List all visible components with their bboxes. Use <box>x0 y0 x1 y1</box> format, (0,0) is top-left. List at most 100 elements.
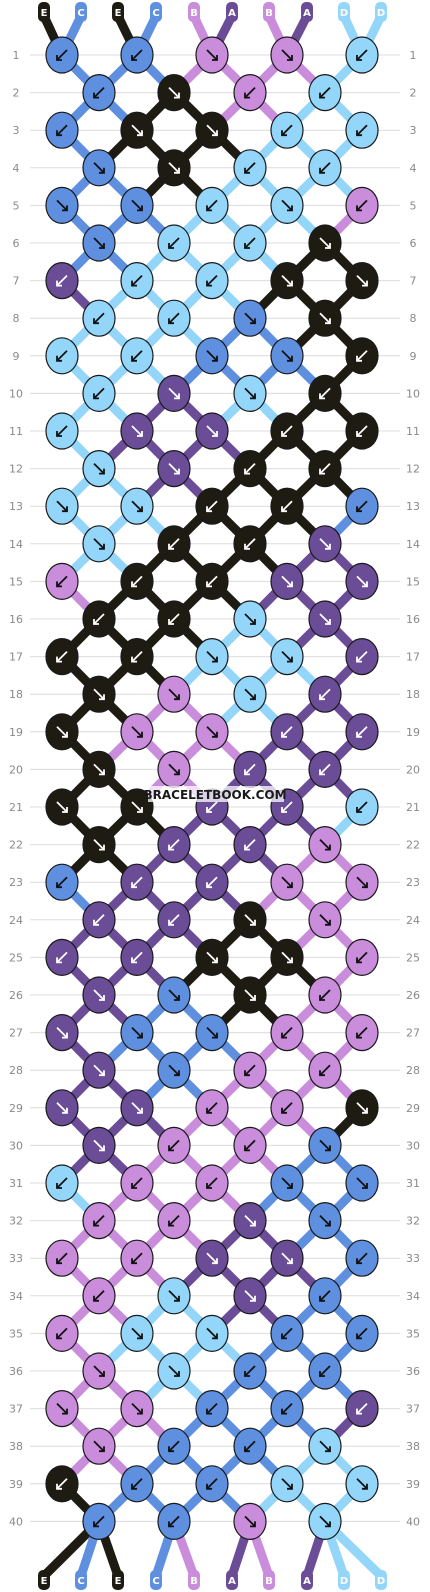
arrow-head-icon <box>362 1183 368 1189</box>
arrow-icon <box>168 1440 180 1452</box>
arrow-icon <box>244 162 256 174</box>
row-number: 34 <box>9 1290 23 1303</box>
arrow-head-icon <box>206 807 212 813</box>
knot <box>345 562 379 601</box>
knot <box>195 262 229 300</box>
arrow-icon <box>244 838 256 851</box>
arrow-icon <box>131 1252 143 1264</box>
row-number: 13 <box>406 500 420 513</box>
arrow-head-icon <box>174 393 180 400</box>
row-number: 29 <box>406 1102 420 1115</box>
knot <box>345 1314 379 1353</box>
row-number: 13 <box>9 500 23 513</box>
arrow-icon <box>281 726 293 738</box>
knot <box>157 1126 191 1165</box>
arrow-icon <box>56 1026 68 1039</box>
arrow-head-icon <box>356 807 362 813</box>
knot <box>270 1164 304 1202</box>
arrow-head-icon <box>174 694 180 701</box>
knot <box>345 262 379 300</box>
knot <box>270 863 304 901</box>
knot <box>270 186 304 224</box>
strand-label-top: A <box>228 8 236 19</box>
knot <box>233 901 267 939</box>
arrow-head-icon <box>137 731 143 738</box>
strand-label-bottom: E <box>41 1576 48 1587</box>
arrow-head-icon <box>212 731 218 738</box>
knot <box>270 262 304 300</box>
arrow-icon <box>93 462 105 475</box>
knot <box>195 863 229 901</box>
knot <box>45 337 79 375</box>
watermark-text: BRACELETBOOK.COM <box>143 788 286 802</box>
arrow-head-icon <box>281 431 287 437</box>
arrow-head-icon <box>325 619 331 625</box>
arrow-head-icon <box>212 656 218 663</box>
row-number: 26 <box>406 989 420 1002</box>
arrow-head-icon <box>356 431 362 437</box>
arrow-head-icon <box>356 731 362 738</box>
row-number: 10 <box>406 387 420 400</box>
arrow-head-icon <box>250 995 256 1001</box>
row-number: 23 <box>406 876 420 889</box>
arrow-head-icon <box>250 393 256 400</box>
row-number: 11 <box>9 425 23 438</box>
arrow-head-icon <box>137 431 143 437</box>
arrow-icon <box>56 49 68 61</box>
row-number: 10 <box>9 387 23 400</box>
row-numbers-right: 1234567891011121314151617181920212223242… <box>406 49 420 1528</box>
arrow-icon <box>356 274 368 287</box>
knot <box>120 262 154 300</box>
strand-label-bottom: C <box>152 1576 159 1587</box>
arrow-icon <box>281 425 293 437</box>
arrow-icon <box>319 1064 331 1076</box>
arrow-head-icon <box>319 1371 325 1377</box>
knot <box>45 1239 79 1277</box>
arrow-icon <box>244 1139 256 1152</box>
knot <box>308 1427 342 1465</box>
strand-label-top-tab <box>338 2 350 22</box>
row-number: 25 <box>9 951 23 964</box>
arrow-icon <box>93 688 105 700</box>
arrow-icon <box>168 613 180 625</box>
arrow-head-icon <box>93 318 99 325</box>
knot <box>82 1352 116 1390</box>
arrow-icon <box>168 1365 180 1377</box>
arrow-head-icon <box>174 468 180 475</box>
arrow-head-icon <box>131 1483 137 1490</box>
row-number: 9 <box>410 350 417 363</box>
arrow-head-icon <box>356 355 362 362</box>
arrow-icon <box>244 312 256 324</box>
strand-label-bottom-tab <box>226 1570 238 1590</box>
arrow-head-icon <box>362 1107 368 1114</box>
strand-label-bottom-tab <box>188 1570 200 1590</box>
arrow-icon <box>281 1177 293 1189</box>
arrow-icon <box>168 763 180 776</box>
knot <box>233 1427 267 1465</box>
knot <box>82 1126 116 1165</box>
arrow-icon <box>168 162 180 174</box>
arrow-head-icon <box>244 1070 250 1077</box>
arrow-head-icon <box>99 1070 105 1077</box>
arrow-head-icon <box>281 1333 287 1340</box>
arrow-head-icon <box>244 167 250 174</box>
arrow-head-icon <box>131 280 137 287</box>
arrow-head-icon <box>56 656 62 663</box>
arrow-head-icon <box>244 92 250 99</box>
arrow-head-icon <box>131 656 137 663</box>
knot <box>120 788 154 826</box>
knot <box>82 750 116 789</box>
arrow-icon <box>319 613 331 625</box>
arrow-icon <box>319 989 331 1001</box>
row-number: 1 <box>410 49 417 62</box>
arrow-icon <box>319 1290 331 1302</box>
arrow-icon <box>281 1402 293 1415</box>
arrow-icon <box>319 1139 331 1152</box>
arrow-head-icon <box>174 92 180 99</box>
row-number: 4 <box>13 162 20 175</box>
arrow-icon <box>356 199 368 212</box>
arrow-icon <box>168 688 180 700</box>
arrow-icon <box>131 1327 143 1340</box>
knot <box>120 111 154 149</box>
row-number: 36 <box>9 1365 23 1378</box>
